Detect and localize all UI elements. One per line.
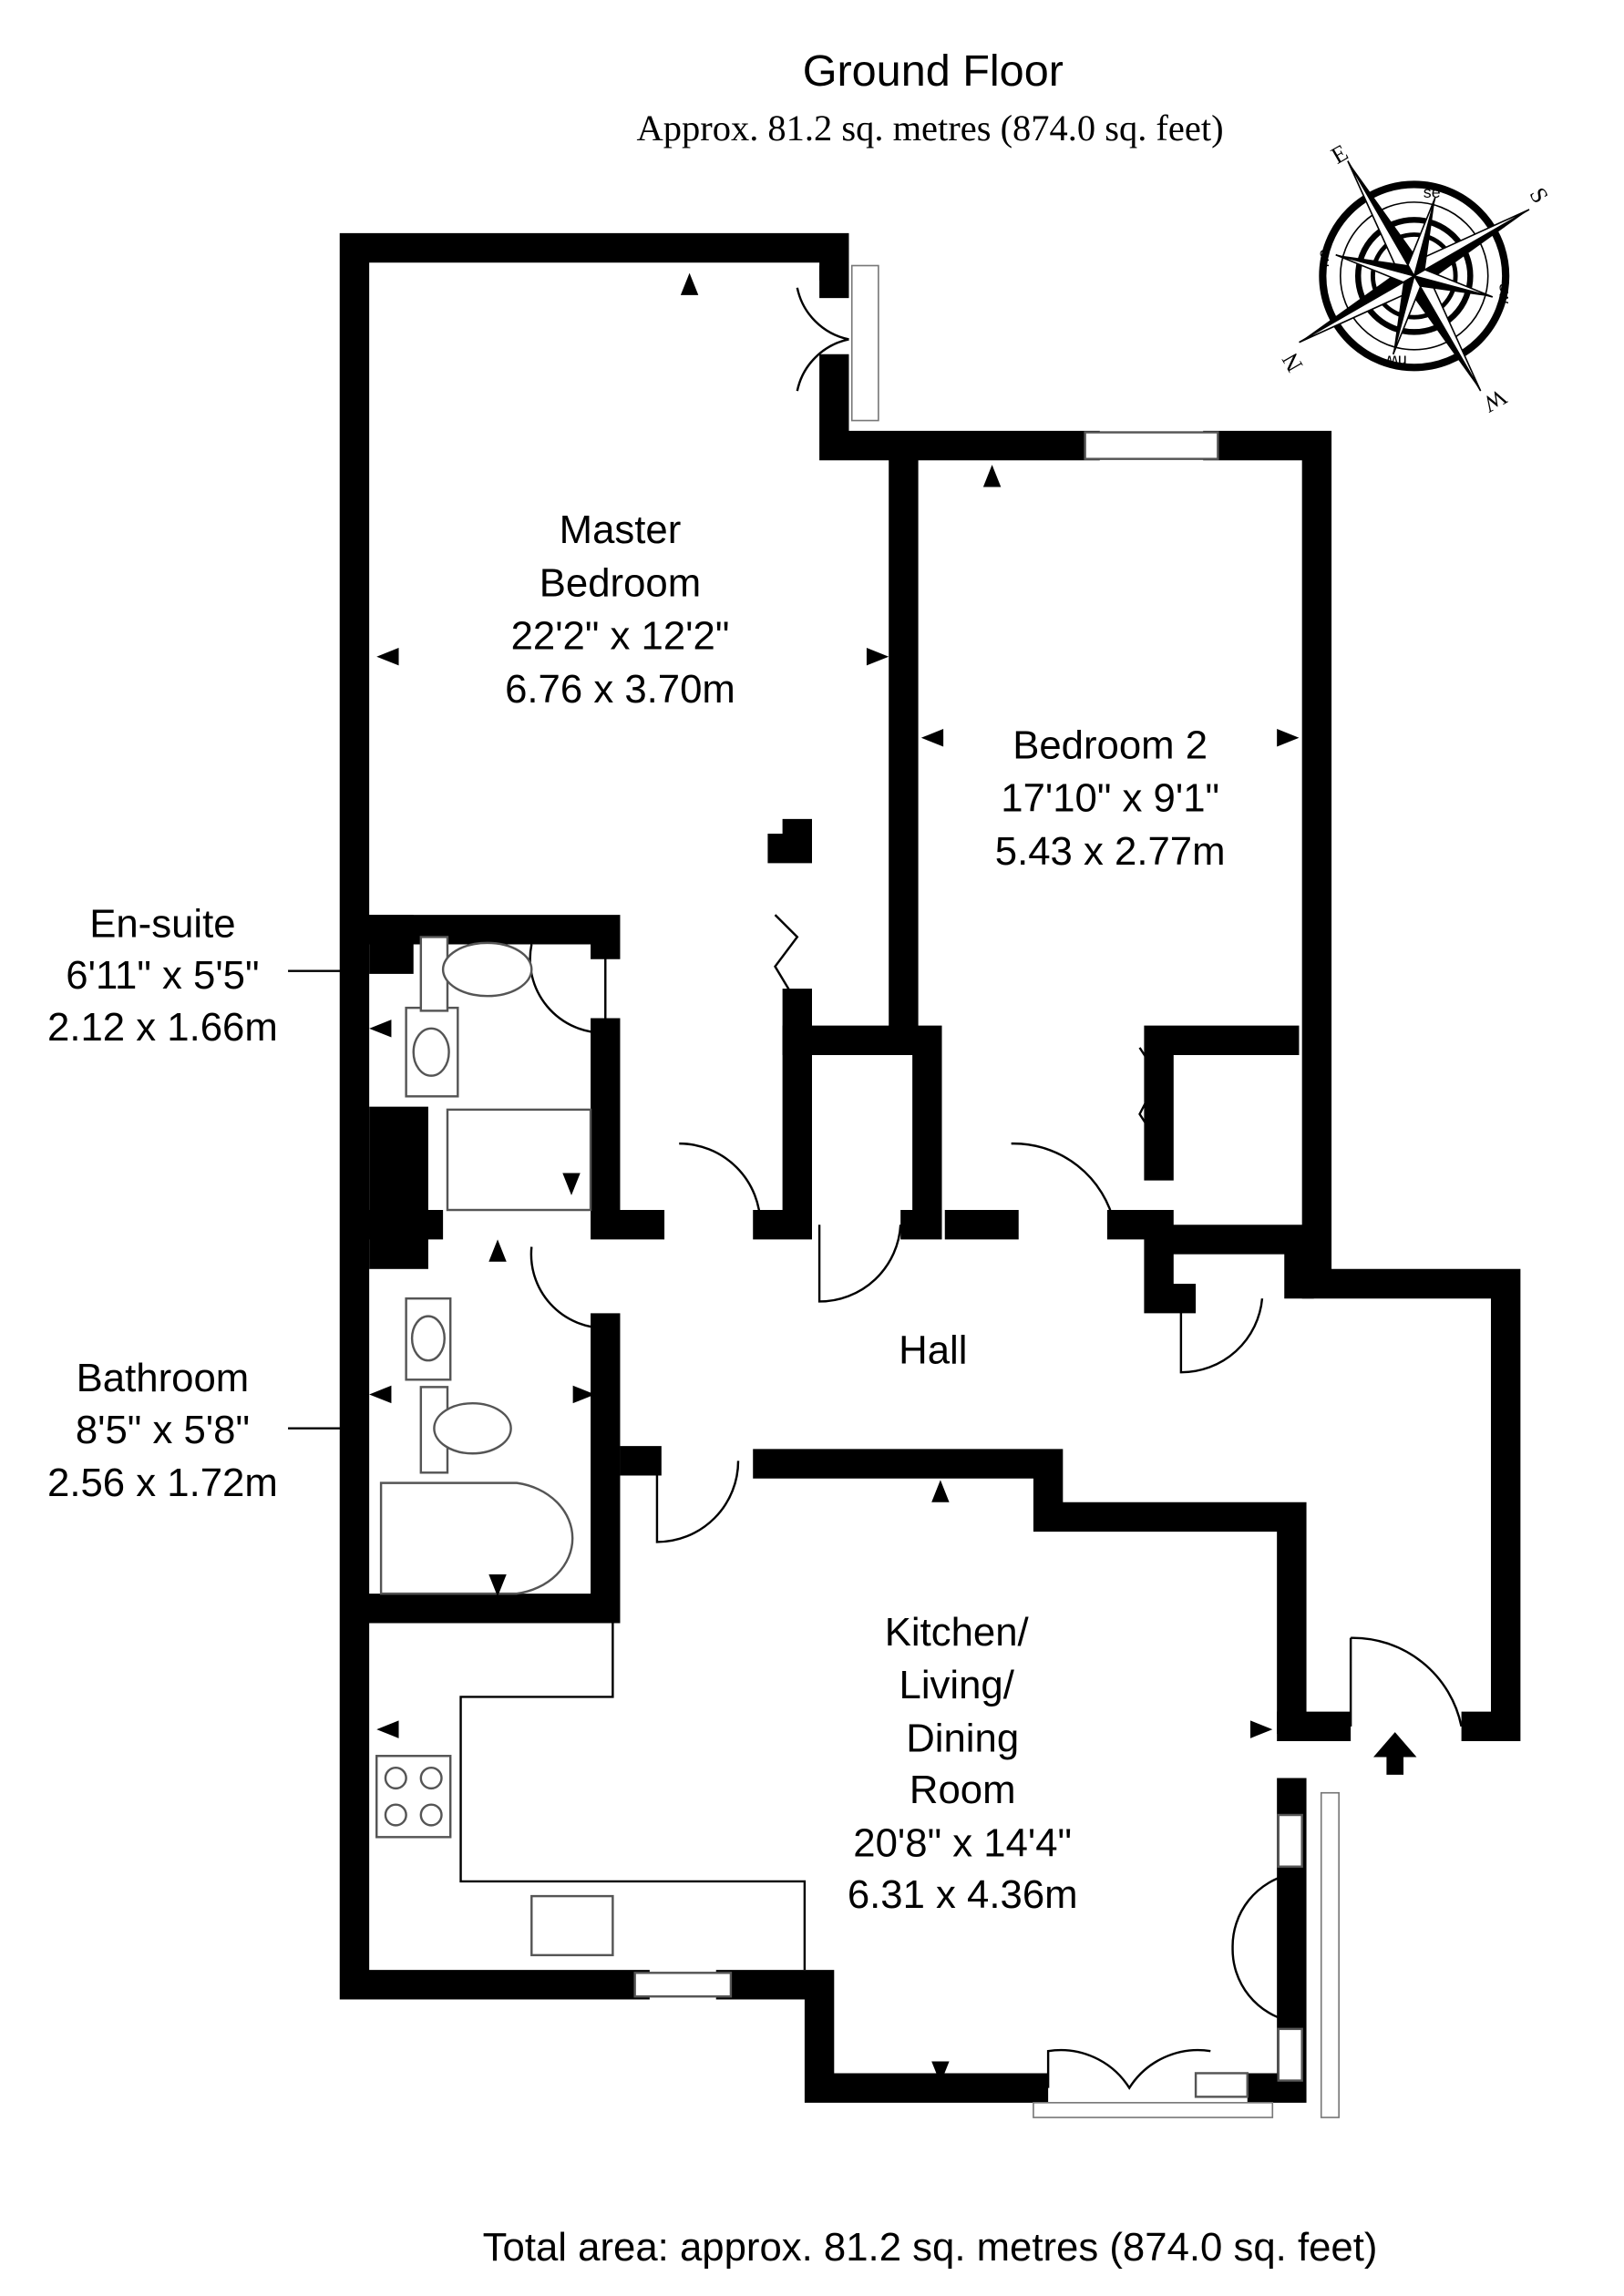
compass-label-w: W <box>1478 384 1511 418</box>
compass-label-ne: ne <box>1314 249 1332 267</box>
compass-rose-icon: E S N W se ne sw nw <box>1277 139 1554 418</box>
room-bathroom: Bathroom 8'5" x 5'8" 2.56 x 1.72m <box>47 1356 347 1505</box>
room-en-suite: En-suite 6'11" x 5'5" 2.12 x 1.66m <box>47 901 347 1050</box>
room-name: Room <box>910 1768 1016 1812</box>
floor-area-subtitle: Approx. 81.2 sq. metres (874.0 sq. feet) <box>637 108 1224 149</box>
compass-label-s: S <box>1525 183 1554 208</box>
room-name: Master <box>560 507 682 552</box>
room-dimensions-imperial: 6'11" x 5'5" <box>66 953 259 998</box>
floor-title: Ground Floor <box>803 46 1064 96</box>
room-dimensions-imperial: 22'2" x 12'2" <box>511 614 730 659</box>
doors <box>529 287 1463 2090</box>
room-kitchen-living-dining: Kitchen/ Living/ Dining Room 20'8" x 14'… <box>848 1610 1078 1917</box>
room-name: Bathroom <box>77 1356 250 1400</box>
compass-label-se: se <box>1424 183 1441 201</box>
room-dimensions-imperial: 8'5" x 5'8" <box>76 1408 250 1452</box>
room-dimensions-metric: 6.76 x 3.70m <box>505 667 735 712</box>
room-dimensions-metric: 5.43 x 2.77m <box>995 829 1226 874</box>
walls <box>339 232 1521 2103</box>
room-dimensions-imperial: 17'10" x 9'1" <box>1001 776 1219 821</box>
compass-label-e: E <box>1327 139 1352 169</box>
room-dimensions-metric: 6.31 x 4.36m <box>848 1872 1078 1917</box>
room-dimensions-metric: 2.56 x 1.72m <box>47 1461 278 1505</box>
room-name: Bedroom 2 <box>1012 723 1208 767</box>
windows <box>633 264 1340 2118</box>
room-name: Hall <box>899 1327 967 1372</box>
room-name: En-suite <box>89 901 235 946</box>
room-name: Dining <box>906 1716 1019 1760</box>
room-name: Bedroom <box>540 560 701 605</box>
room-dimensions-metric: 2.12 x 1.66m <box>47 1005 278 1050</box>
compass-label-nw: nw <box>1386 352 1407 370</box>
room-master-bedroom: Master Bedroom 22'2" x 12'2" 6.76 x 3.70… <box>505 507 735 712</box>
room-hall: Hall <box>899 1327 967 1372</box>
measurement-arrows <box>369 272 1300 2084</box>
room-dimensions-imperial: 20'8" x 14'4" <box>853 1820 1072 1865</box>
room-name: Kitchen/ <box>885 1610 1030 1655</box>
compass-label-n: N <box>1277 348 1309 376</box>
fixtures <box>369 936 807 1971</box>
room-bedroom-2: Bedroom 2 17'10" x 9'1" 5.43 x 2.77m <box>995 723 1226 874</box>
room-name: Living/ <box>899 1663 1015 1707</box>
total-area: Total area: approx. 81.2 sq. metres (874… <box>483 2225 1378 2270</box>
compass-label-sw: sw <box>1496 283 1515 303</box>
